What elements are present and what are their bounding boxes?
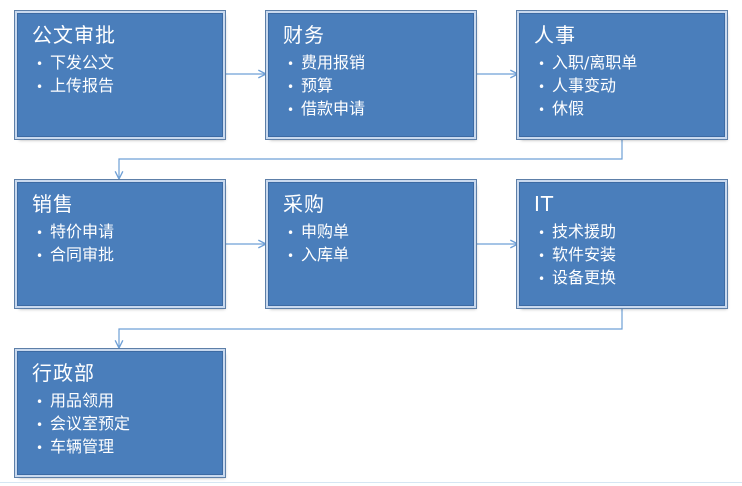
list-item: • 用品领用	[36, 390, 212, 413]
list-item-label: 人事变动	[552, 76, 617, 95]
bullet-icon: •	[538, 57, 546, 71]
list-item: • 会议室预定	[36, 413, 212, 436]
bullet-icon: •	[36, 249, 44, 263]
box-title: 行政部	[32, 361, 95, 385]
list-item-label: 费用报销	[301, 53, 366, 72]
box-title: 销售	[32, 192, 74, 216]
list-item: • 特价申请	[36, 221, 212, 244]
list-item-label: 借款申请	[301, 99, 366, 118]
list-item: • 入职/离职单	[538, 52, 714, 75]
bullet-icon: •	[36, 418, 44, 432]
box-title: 财务	[283, 23, 325, 47]
bottom-divider	[0, 482, 742, 483]
box-item-list: • 申购单 • 入库单	[283, 221, 463, 267]
bullet-icon: •	[287, 80, 295, 94]
list-item-label: 合同审批	[50, 245, 115, 264]
list-item-label: 休假	[552, 99, 585, 118]
bullet-icon: •	[36, 226, 44, 240]
bullet-icon: •	[538, 226, 546, 240]
box-item-list: • 用品领用 • 会议室预定 • 车辆管理	[32, 390, 212, 459]
bullet-icon: •	[36, 80, 44, 94]
list-item: • 设备更换	[538, 267, 714, 290]
box-item-list: • 技术援助 • 软件安装 • 设备更换	[534, 221, 714, 290]
arrow-it-to-admin	[119, 306, 623, 348]
bullet-icon: •	[287, 226, 295, 240]
list-item: • 合同审批	[36, 244, 212, 267]
box-title: 公文审批	[32, 23, 116, 47]
list-item-label: 特价申请	[50, 222, 115, 241]
box-it[interactable]: IT • 技术援助 • 软件安装 • 设备更换	[519, 182, 725, 306]
box-document-approval[interactable]: 公文审批 • 下发公文 • 上传报告	[17, 13, 223, 137]
list-item: • 技术援助	[538, 221, 714, 244]
bullet-icon: •	[538, 103, 546, 117]
list-item-label: 会议室预定	[50, 414, 131, 433]
box-title: IT	[534, 192, 555, 216]
list-item-label: 用品领用	[50, 391, 115, 410]
list-item-label: 设备更换	[552, 268, 617, 287]
box-item-list: • 特价申请 • 合同审批	[32, 221, 212, 267]
list-item: • 预算	[287, 75, 463, 98]
list-item: • 上传报告	[36, 75, 212, 98]
list-item-label: 上传报告	[50, 76, 115, 95]
bullet-icon: •	[36, 57, 44, 71]
list-item-label: 软件安装	[552, 245, 617, 264]
box-administration[interactable]: 行政部 • 用品领用 • 会议室预定 • 车辆管理	[17, 351, 223, 475]
box-item-list: • 费用报销 • 预算 • 借款申请	[283, 52, 463, 121]
box-title: 采购	[283, 192, 325, 216]
box-item-list: • 下发公文 • 上传报告	[32, 52, 212, 98]
list-item-label: 入职/离职单	[552, 53, 638, 72]
box-purchasing[interactable]: 采购 • 申购单 • 入库单	[268, 182, 474, 306]
bullet-icon: •	[287, 103, 295, 117]
bullet-icon: •	[287, 57, 295, 71]
bullet-icon: •	[287, 249, 295, 263]
box-title: 人事	[534, 23, 576, 47]
bullet-icon: •	[36, 395, 44, 409]
list-item-label: 申购单	[301, 222, 350, 241]
list-item: • 人事变动	[538, 75, 714, 98]
bullet-icon: •	[538, 272, 546, 286]
arrow-hr-to-sales	[119, 136, 623, 179]
list-item: • 软件安装	[538, 244, 714, 267]
box-hr[interactable]: 人事 • 入职/离职单 • 人事变动 • 休假	[519, 13, 725, 137]
box-finance[interactable]: 财务 • 费用报销 • 预算 • 借款申请	[268, 13, 474, 137]
list-item: • 休假	[538, 98, 714, 121]
box-item-list: • 入职/离职单 • 人事变动 • 休假	[534, 52, 714, 121]
list-item: • 借款申请	[287, 98, 463, 121]
list-item: • 下发公文	[36, 52, 212, 75]
list-item-label: 技术援助	[552, 222, 617, 241]
list-item-label: 预算	[301, 76, 334, 95]
list-item: • 申购单	[287, 221, 463, 244]
bullet-icon: •	[538, 249, 546, 263]
list-item: • 费用报销	[287, 52, 463, 75]
list-item: • 车辆管理	[36, 436, 212, 459]
list-item-label: 车辆管理	[50, 437, 115, 456]
list-item: • 入库单	[287, 244, 463, 267]
bullet-icon: •	[36, 441, 44, 455]
bullet-icon: •	[538, 80, 546, 94]
box-sales[interactable]: 销售 • 特价申请 • 合同审批	[17, 182, 223, 306]
list-item-label: 入库单	[301, 245, 350, 264]
list-item-label: 下发公文	[50, 53, 115, 72]
